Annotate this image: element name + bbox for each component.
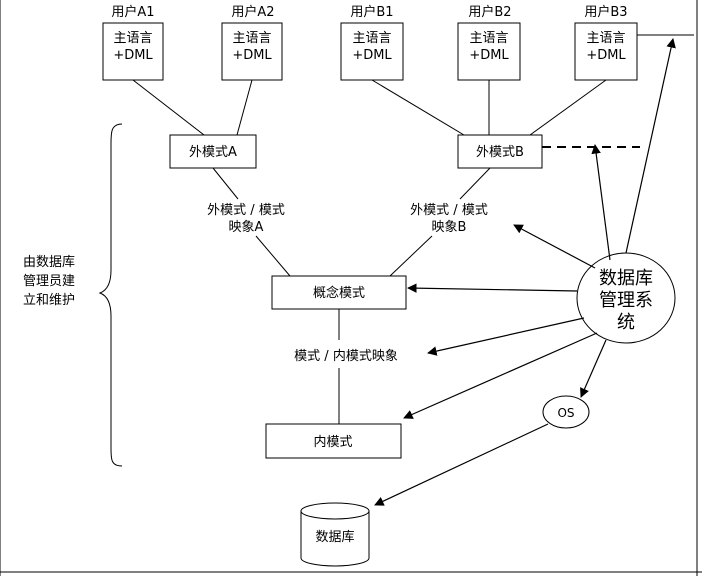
mapping-b-line1: 外模式 / 模式: [410, 203, 488, 218]
arrow-dbms-to-user-b3: [625, 38, 676, 254]
admin-brace: [98, 123, 123, 467]
dbms-line3: 统: [617, 312, 635, 333]
user-b1-lang: 主语言: [352, 31, 391, 46]
user-b3-lang: 主语言: [586, 31, 625, 46]
user-b1-box: 主语言 +DML: [340, 22, 404, 81]
user-a1-box: 主语言 +DML: [102, 22, 164, 81]
database-cylinder: 数据库: [300, 502, 370, 567]
os-ellipse: OS: [542, 395, 590, 429]
internal-schema-box: 内模式: [265, 423, 402, 459]
user-b2-lang: 主语言: [469, 31, 508, 46]
arrow-dbms-to-conceptual: [407, 283, 578, 293]
dbms-line2: 管理系: [599, 290, 653, 311]
user-a1-dml: +DML: [113, 48, 153, 63]
external-schema-a-box: 外模式A: [169, 134, 257, 169]
external-schema-b-label: 外模式B: [476, 145, 524, 160]
user-b3-label: 用户B3: [584, 4, 627, 20]
link-a2-to-external-a: [236, 79, 253, 136]
admin-note-line1: 由数据库: [23, 254, 75, 270]
user-a1-lang: 主语言: [113, 31, 152, 46]
dbms-line1: 数据库: [599, 268, 653, 289]
link-external-a-to-mapping-a: [212, 167, 239, 200]
user-b2-label: 用户B2: [468, 4, 511, 20]
mapping-a-line2: 映象A: [229, 220, 264, 235]
link-a1-to-external-a: [132, 79, 205, 136]
user-b1-label: 用户B1: [350, 4, 393, 20]
admin-note-line2: 管理员建: [23, 274, 75, 289]
user-a2-box: 主语言 +DML: [221, 22, 283, 81]
arrow-dbms-to-external-b: [591, 144, 611, 261]
arrow-dbms-to-os: [580, 339, 607, 398]
external-schema-b-box: 外模式B: [457, 134, 543, 169]
link-mapping-b-to-conceptual: [389, 235, 433, 277]
user-b3-box: 主语言 +DML: [574, 22, 638, 81]
link-b3-to-external-b: [529, 79, 607, 136]
conceptual-schema-label: 概念模式: [313, 285, 365, 301]
mapping-a-line1: 外模式 / 模式: [207, 203, 285, 218]
os-label: OS: [557, 406, 574, 420]
link-b1-to-external-b: [371, 79, 465, 136]
dbms-ellipse: 数据库 管理系 统: [576, 252, 676, 344]
user-b2-box: 主语言 +DML: [457, 22, 521, 81]
arrow-dbms-to-internal-schema: [403, 332, 598, 419]
user-a2-dml: +DML: [232, 48, 272, 63]
arrow-dbms-to-mapping-b: [513, 224, 596, 269]
database-label: 数据库: [315, 529, 354, 545]
user-b2-dml: +DML: [469, 48, 509, 63]
user-b1-dml: +DML: [352, 48, 392, 63]
link-mapping-a-to-conceptual: [255, 235, 291, 277]
user-b3-dml: +DML: [586, 48, 626, 63]
admin-note-line3: 立和维护: [23, 293, 75, 308]
internal-mapping-label: 模式 / 内模式映象: [294, 348, 398, 364]
user-a2-label: 用户A2: [231, 4, 274, 20]
internal-schema-label: 内模式: [313, 434, 352, 450]
external-schema-a-label: 外模式A: [189, 145, 237, 160]
user-a1-label: 用户A1: [111, 4, 154, 20]
link-external-b-to-mapping-b: [459, 167, 491, 200]
mapping-b-line2: 映象B: [432, 220, 467, 235]
user-a2-lang: 主语言: [232, 31, 271, 46]
arrow-os-to-database: [374, 423, 549, 506]
arrow-dbms-to-internal-mapping: [427, 317, 585, 356]
conceptual-schema-box: 概念模式: [271, 275, 407, 310]
